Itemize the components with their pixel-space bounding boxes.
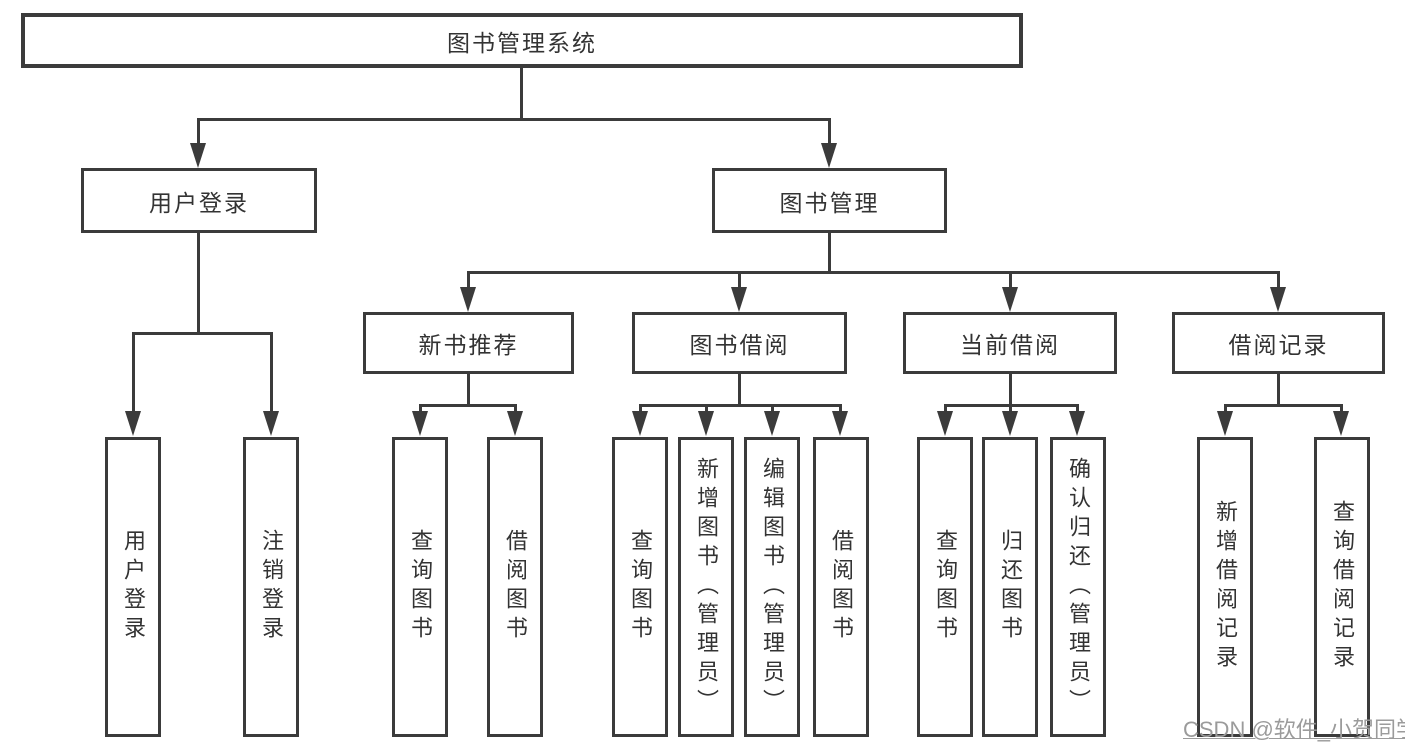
connector-current-borrow-stem <box>1009 372 1012 406</box>
arrowhead-leaf-borrow-books-1 <box>507 411 523 436</box>
connector-book-management-drop <box>828 118 831 143</box>
arrowhead-leaf-confirm-return <box>1069 411 1085 436</box>
leaf-query-books-1-label: 查询图书 <box>408 529 433 645</box>
leaf-return-book-label: 归还图书 <box>998 529 1023 645</box>
arrowhead-new-book-recommend <box>460 287 476 312</box>
node-book-borrow: 图书借阅 <box>632 312 847 374</box>
connector-book-management-stem <box>828 231 831 273</box>
leaf-borrow-books-2: 借阅图书 <box>813 437 869 737</box>
leaf-query-books-3: 查询图书 <box>917 437 973 737</box>
node-user-login: 用户登录 <box>81 168 317 233</box>
leaf-borrow-books-2-label: 借阅图书 <box>829 529 854 645</box>
connector-root-bar <box>197 118 830 121</box>
connector-book-borrow-drop <box>738 271 741 287</box>
leaf-query-borrow-record: 查询借阅记录 <box>1314 437 1370 737</box>
connector-root-stem <box>520 66 523 120</box>
node-new-book-recommend: 新书推荐 <box>363 312 574 374</box>
leaf-edit-book-admin-label: 编辑图书（管理员） <box>760 456 785 718</box>
arrowhead-book-borrow <box>731 287 747 312</box>
connector-leaf-drop <box>705 404 708 412</box>
arrowhead-leaf-query-books-3 <box>937 411 953 436</box>
arrowhead-leaf-return-book <box>1002 411 1018 436</box>
connector-leaf-drop <box>1340 404 1343 412</box>
connector-current-borrow-drop <box>1009 271 1012 287</box>
leaf-add-borrow-record-label: 新增借阅记录 <box>1213 500 1238 674</box>
leaf-add-book-admin: 新增图书（管理员） <box>678 437 734 737</box>
leaf-borrow-books-1: 借阅图书 <box>487 437 543 737</box>
leaf-query-books-3-label: 查询图书 <box>933 529 958 645</box>
node-borrow-records: 借阅记录 <box>1172 312 1385 374</box>
connector-user-login-bar <box>132 332 273 335</box>
connector-leaf-drop <box>419 404 422 412</box>
node-book-management: 图书管理 <box>712 168 947 233</box>
arrowhead-leaf-logout <box>263 411 279 436</box>
arrowhead-leaf-user-login <box>125 411 141 436</box>
leaf-add-borrow-record: 新增借阅记录 <box>1197 437 1253 737</box>
leaf-query-borrow-record-label: 查询借阅记录 <box>1330 500 1355 674</box>
arrowhead-leaf-query-books-2 <box>632 411 648 436</box>
node-current-borrow-label: 当前借阅 <box>960 332 1060 358</box>
arrowhead-leaf-add-borrow-record <box>1217 411 1233 436</box>
connector-leaf-logout-drop <box>270 332 273 411</box>
connector-new-book-bar <box>419 404 516 407</box>
connector-leaf-drop <box>771 404 774 412</box>
leaf-confirm-return-admin-label: 确认归还（管理员） <box>1066 456 1091 718</box>
leaf-edit-book-admin: 编辑图书（管理员） <box>744 437 800 737</box>
connector-leaf-drop <box>1009 404 1012 412</box>
connector-book-borrow-bar <box>639 404 842 407</box>
leaf-borrow-books-1-label: 借阅图书 <box>503 529 528 645</box>
node-new-book-recommend-label: 新书推荐 <box>418 332 519 358</box>
connector-user-login-stem <box>197 231 200 334</box>
node-current-borrow: 当前借阅 <box>903 312 1117 374</box>
leaf-return-book: 归还图书 <box>982 437 1038 737</box>
connector-book-management-bar <box>467 271 1280 274</box>
connector-book-borrow-stem <box>738 372 741 406</box>
node-user-login-label: 用户登录 <box>149 189 249 216</box>
connector-borrow-records-stem <box>1277 372 1280 406</box>
connector-borrow-records-bar <box>1224 404 1343 407</box>
leaf-confirm-return-admin: 确认归还（管理员） <box>1050 437 1106 737</box>
arrowhead-borrow-records <box>1270 287 1286 312</box>
node-book-management-label: 图书管理 <box>779 189 880 216</box>
leaf-user-login-label: 用户登录 <box>121 529 146 645</box>
arrowhead-leaf-query-books-1 <box>412 411 428 436</box>
arrowhead-book-management <box>821 143 837 168</box>
node-book-borrow-label: 图书借阅 <box>689 332 790 358</box>
connector-leaf-drop <box>514 404 517 412</box>
arrowhead-user-login <box>190 143 206 168</box>
node-root: 图书管理系统 <box>21 13 1023 68</box>
node-root-label: 图书管理系统 <box>447 29 597 56</box>
connector-new-book-stem <box>467 372 470 406</box>
connector-leaf-drop <box>639 404 642 412</box>
connector-leaf-drop <box>1224 404 1227 412</box>
leaf-logout: 注销登录 <box>243 437 299 737</box>
arrowhead-leaf-query-borrow-record <box>1333 411 1349 436</box>
connector-leaf-user-login-drop <box>132 332 135 411</box>
watermark: CSDN @软件_小贺同学 <box>1183 717 1405 742</box>
connector-leaf-drop <box>944 404 947 412</box>
arrowhead-leaf-add-book <box>698 411 714 436</box>
leaf-query-books-2: 查询图书 <box>612 437 668 737</box>
connector-user-login-drop <box>197 118 200 143</box>
connector-leaf-drop <box>839 404 842 412</box>
leaf-query-books-2-label: 查询图书 <box>628 529 653 645</box>
arrowhead-current-borrow <box>1002 287 1018 312</box>
leaf-add-book-admin-label: 新增图书（管理员） <box>694 456 719 718</box>
leaf-user-login: 用户登录 <box>105 437 161 737</box>
arrowhead-leaf-edit-book <box>764 411 780 436</box>
connector-borrow-records-drop <box>1277 271 1280 287</box>
arrowhead-leaf-borrow-books-2 <box>832 411 848 436</box>
leaf-logout-label: 注销登录 <box>259 529 284 645</box>
node-borrow-records-label: 借阅记录 <box>1228 332 1329 358</box>
connector-leaf-drop <box>1076 404 1079 412</box>
leaf-query-books-1: 查询图书 <box>392 437 448 737</box>
connector-new-book-drop <box>467 271 470 287</box>
